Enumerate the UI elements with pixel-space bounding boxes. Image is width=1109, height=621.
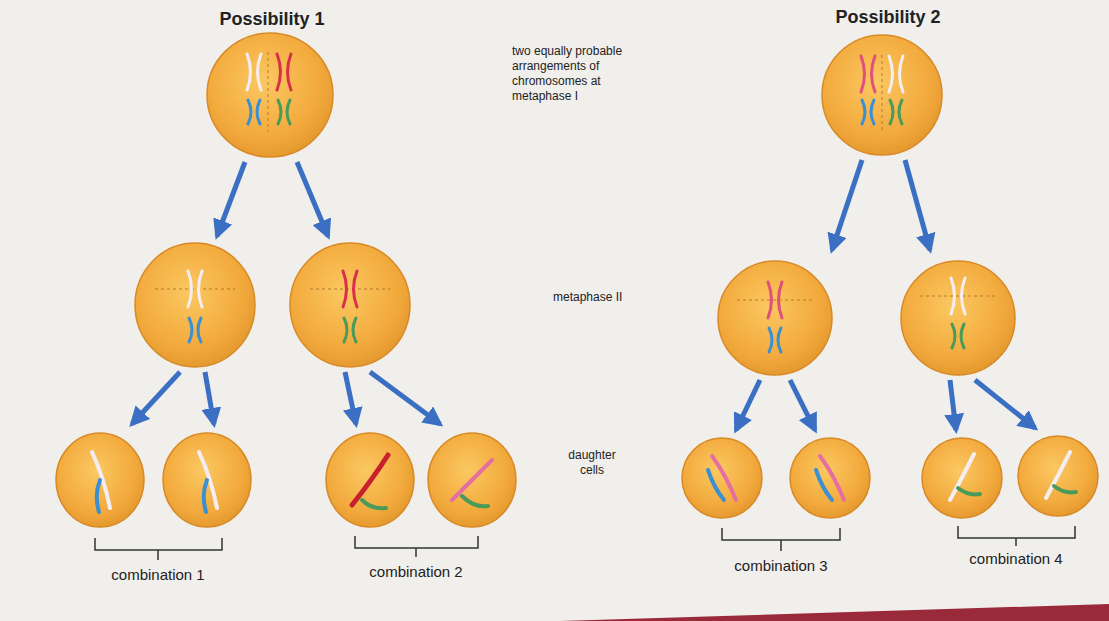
chromosome [247,54,261,90]
cell [901,261,1015,375]
arrow [297,162,328,236]
cell [163,433,251,527]
chromatid [820,456,844,500]
chromatid [362,500,386,508]
possibility-heading: Possibility 2 [778,6,998,29]
chromatid [352,455,388,505]
combination-label: combination 1 [73,566,243,585]
chromatid [452,460,492,500]
page-edge [560,604,1109,621]
chromosome [343,271,357,307]
chromosome [248,100,260,124]
chromatid [708,470,724,500]
chromosome [952,324,964,348]
arrow [950,380,956,430]
cell [922,438,1002,518]
arrow [832,160,862,250]
cell [56,433,144,527]
chromatid [958,488,980,494]
chromosome [890,100,902,124]
chromosome [278,100,290,124]
plate-line [920,296,996,297]
chromosome [861,56,875,92]
chromosome [344,318,356,342]
plate-line [737,300,813,301]
chromatid [97,480,100,512]
bracket [722,528,840,551]
bracket [355,536,478,557]
cell [1018,436,1098,516]
arrow [132,372,180,424]
chromatid [204,480,207,512]
possibility-heading: Possibility 1 [162,8,382,31]
chromosome [862,100,874,124]
arrow [736,380,760,430]
cell [718,261,832,375]
arrows [132,160,1035,430]
chromatid [816,470,832,500]
cell [790,438,870,518]
cell [326,433,414,527]
plate-line [155,289,235,290]
arrow [975,380,1035,428]
chromosome [889,56,903,92]
combination-label: combination 4 [936,550,1096,569]
stage-note: two equally probable arrangements of chr… [512,44,642,104]
chromatid [712,456,736,500]
plate-line [268,52,269,132]
plate-line [310,289,390,290]
chromosome [769,328,781,352]
combination-label: combination 2 [331,563,501,582]
cell [822,35,942,155]
arrow [345,372,356,424]
chromatid [1054,486,1076,492]
bracket [95,538,222,560]
stage-label: daughter cells [557,448,627,478]
plate-line [882,55,883,132]
cell [135,243,255,367]
combination-label: combination 3 [696,557,866,576]
chromosome [277,54,291,90]
cells [56,33,1098,527]
bracket [958,526,1075,546]
stage-label: metaphase II [553,290,663,305]
arrow [205,372,214,424]
arrow [217,162,245,236]
chromatid [462,496,488,506]
cell [290,243,410,367]
chromosome [951,278,965,314]
arrow [905,160,930,250]
cell [207,33,333,157]
arrow [370,372,440,424]
arrow [790,380,815,430]
brackets [95,526,1075,560]
chromosome [189,318,201,342]
cell [428,433,516,527]
chromosome [768,282,782,318]
chromosome [188,271,202,307]
cell [682,438,762,518]
